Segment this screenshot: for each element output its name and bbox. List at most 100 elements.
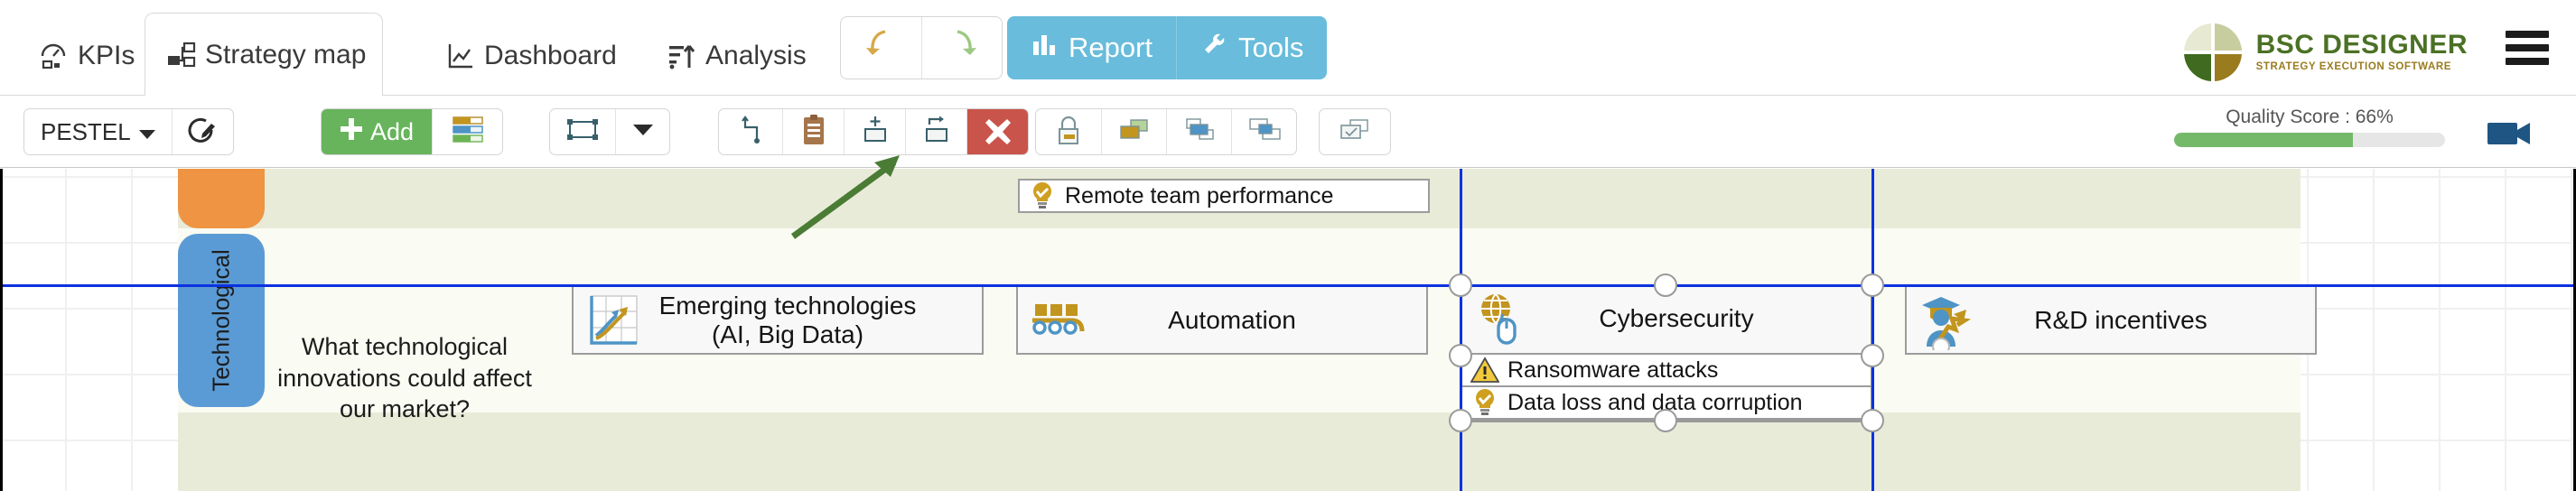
perspective-select-label: PESTEL: [41, 117, 131, 145]
strategy-map-canvas[interactable]: Technological What technological innovat…: [0, 169, 2576, 491]
selection-guide-right: [1871, 169, 1874, 491]
perspective-pill-above[interactable]: [178, 169, 265, 228]
arrange-back-button[interactable]: [1231, 109, 1296, 154]
tools-label: Tools: [1238, 32, 1304, 63]
goal-card-label: Cybersecurity: [1599, 304, 1754, 332]
report-button[interactable]: Report: [1007, 16, 1176, 79]
chevron-down-icon: [138, 118, 155, 146]
clipboard-button[interactable]: [782, 109, 844, 154]
goal-card-emerging-technologies[interactable]: Emerging technologies (AI, Big Data): [572, 284, 984, 355]
padlock-icon: [1055, 114, 1082, 151]
hamburger-menu-icon[interactable]: [2506, 31, 2549, 65]
resize-handle-top-right[interactable]: [1861, 273, 1884, 297]
quality-score-bar: [2174, 133, 2445, 147]
wrench-icon: [1200, 31, 1227, 65]
select-all-group: [1319, 108, 1391, 155]
arrange-group: [1035, 108, 1297, 155]
resize-handle-top-left[interactable]: [1449, 273, 1472, 297]
redo-arrow-icon: [944, 26, 980, 70]
rectangle-nodes-icon: [565, 116, 600, 148]
resize-handle-top-center[interactable]: [1654, 273, 1677, 297]
undo-button[interactable]: [841, 17, 921, 79]
list-item-remote-team-performance[interactable]: Remote team performance: [1018, 179, 1430, 213]
delete-button[interactable]: [966, 109, 1028, 154]
connection-button[interactable]: [719, 109, 782, 154]
graduate-arrow-icon: [1914, 287, 1981, 354]
goal-card-label: R&D incentives: [2034, 305, 2207, 334]
resize-handle-mid-right[interactable]: [1861, 344, 1884, 367]
conveyor-icon: [1025, 287, 1092, 354]
brand-logo: BSC DESIGNER STRATEGY EXECUTION SOFTWARE: [2180, 20, 2468, 85]
lightbulb-check-icon: [1027, 181, 1058, 211]
perspective-select[interactable]: PESTEL: [24, 109, 172, 154]
tab-kpis[interactable]: KPIs: [18, 16, 151, 96]
quality-score: Quality Score : 66%: [2174, 107, 2445, 147]
lightbulb-check-icon: [1470, 387, 1500, 418]
overlap-blue-back-icon: [1247, 116, 1282, 148]
lock-button[interactable]: [1036, 109, 1101, 154]
undo-arrow-icon: [863, 26, 899, 70]
box-arrow-right-icon: [920, 115, 953, 150]
top-navigation-bar: KPIs Strategy map Dashboard: [0, 0, 2576, 97]
tab-dashboard[interactable]: Dashboard: [425, 16, 633, 96]
editor-toolbar: PESTEL Add: [0, 96, 2576, 168]
plus-icon: [340, 117, 363, 147]
video-camera-icon[interactable]: [2486, 117, 2533, 154]
overlap-green-gold-icon: [1117, 116, 1152, 148]
growth-chart-icon: [581, 287, 648, 354]
report-label: Report: [1069, 32, 1153, 63]
clipboard-icon: [802, 114, 826, 150]
resize-handle-bottom-right[interactable]: [1861, 409, 1884, 432]
add-button-label: Add: [370, 117, 415, 145]
quality-score-label: Quality Score : 66%: [2226, 107, 2394, 127]
goal-card-rd-incentives[interactable]: R&D incentives: [1905, 284, 2317, 355]
band-row-below: [178, 412, 2301, 491]
tab-strategy-map[interactable]: Strategy map: [145, 13, 384, 97]
list-item-data-loss[interactable]: Data loss and data corruption: [1461, 387, 1872, 420]
arrange-front-button[interactable]: [1166, 109, 1231, 154]
tab-analysis[interactable]: Analysis: [646, 16, 823, 96]
brand-title: BSC DESIGNER: [2255, 30, 2468, 60]
tools-button[interactable]: Tools: [1176, 16, 1327, 79]
tab-analysis-label: Analysis: [705, 41, 807, 70]
kpi-gauge-icon: [34, 37, 72, 75]
goal-card-label: Emerging technologies (AI, Big Data): [658, 291, 917, 348]
tab-kpis-label: KPIs: [78, 41, 135, 70]
list-item-label: Data loss and data corruption: [1507, 389, 1803, 415]
bring-forward-button[interactable]: [1101, 109, 1166, 154]
chevron-down-icon: [632, 124, 653, 141]
report-tools-group: Report Tools: [1007, 16, 1328, 79]
dashboard-chart-icon: [441, 37, 479, 75]
history-button-group: [840, 16, 1003, 79]
select-all-button[interactable]: [1320, 109, 1390, 154]
perspective-pill-technological[interactable]: Technological: [178, 234, 265, 407]
list-item-ransomware-attacks[interactable]: Ransomware attacks: [1461, 355, 1872, 387]
add-item-button[interactable]: [844, 109, 905, 154]
perspective-question: What technological innovations could aff…: [274, 331, 536, 425]
warning-triangle-icon: [1470, 355, 1500, 385]
report-bars-icon: [1031, 31, 1058, 65]
selection-guide-top: [3, 284, 2573, 287]
move-item-button[interactable]: [905, 109, 966, 154]
resize-handle-bottom-center[interactable]: [1654, 409, 1677, 432]
redo-button[interactable]: [920, 17, 1003, 79]
tab-strategy-map-label: Strategy map: [205, 40, 367, 69]
connector-arrow-icon: [737, 115, 764, 150]
analysis-bars-icon: [662, 37, 700, 75]
perspective-pill-below[interactable]: [178, 414, 265, 491]
box-plus-icon: [859, 115, 891, 150]
add-group: Add: [321, 108, 504, 155]
pie-quadrant-logo: [2181, 22, 2244, 83]
resize-handle-bottom-left[interactable]: [1449, 409, 1472, 432]
list-item-label: Remote team performance: [1065, 182, 1334, 208]
shape-dropdown-button[interactable]: [615, 109, 669, 154]
edit-perspective-button[interactable]: [171, 109, 233, 154]
add-dropdown-list-button[interactable]: [432, 109, 502, 154]
quality-score-fill: [2174, 133, 2353, 147]
overlap-blue-front-icon: [1182, 116, 1217, 148]
shape-button[interactable]: [550, 109, 615, 154]
goal-card-automation[interactable]: Automation: [1016, 284, 1428, 355]
tab-dashboard-label: Dashboard: [484, 41, 617, 70]
add-button[interactable]: Add: [322, 109, 433, 154]
resize-handle-mid-left[interactable]: [1449, 344, 1472, 367]
